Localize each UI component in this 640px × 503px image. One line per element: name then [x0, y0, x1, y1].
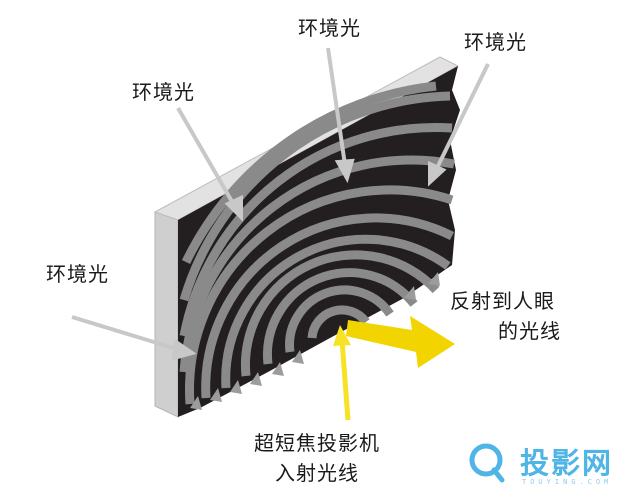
label-ambient-top-center: 环境光	[298, 16, 361, 40]
logo-text: 投影网	[520, 446, 614, 480]
ambient-arrows	[71, 47, 490, 361]
label-ambient-left: 环境光	[46, 262, 109, 286]
ambient-arrow-upper-left	[176, 107, 236, 206]
ridge-ring	[179, 91, 451, 302]
label-incident-line1: 超短焦投影机	[254, 431, 380, 455]
ridge-ring	[179, 122, 453, 337]
ridge-teeth	[190, 272, 440, 410]
ridge-ring	[185, 185, 454, 405]
ridge-ring	[240, 250, 440, 377]
label-incident-light: 超短焦投影机 入射光线	[254, 428, 380, 488]
ridge-ring	[181, 81, 437, 264]
ambient-arrow-top-center	[326, 47, 347, 166]
ridge-ring	[285, 285, 394, 353]
label-reflected-light: 反射到人眼 的光线	[450, 286, 561, 346]
ridge-ring	[307, 305, 370, 339]
label-incident-line2: 入射光线	[275, 461, 359, 485]
ridge-ring	[262, 268, 418, 365]
logo-subtext: TOUYING.COM	[522, 478, 613, 486]
reflected-arrow	[346, 316, 455, 368]
ridge-rings	[179, 81, 455, 405]
ridge-ring	[179, 155, 455, 373]
ridge-ring	[201, 213, 455, 399]
ambient-arrow-top-right	[434, 63, 490, 171]
label-ambient-top-right: 环境光	[464, 30, 527, 54]
ambient-arrow-left	[71, 315, 181, 352]
label-reflected-line2: 的光线	[498, 319, 561, 343]
label-reflected-line1: 反射到人眼	[450, 289, 555, 313]
projector-arrow	[333, 325, 351, 421]
panel-side-edge	[154, 211, 179, 418]
ridge-ring	[221, 234, 451, 389]
logo-icon	[469, 443, 505, 483]
label-ambient-upper-left: 环境光	[132, 80, 195, 104]
